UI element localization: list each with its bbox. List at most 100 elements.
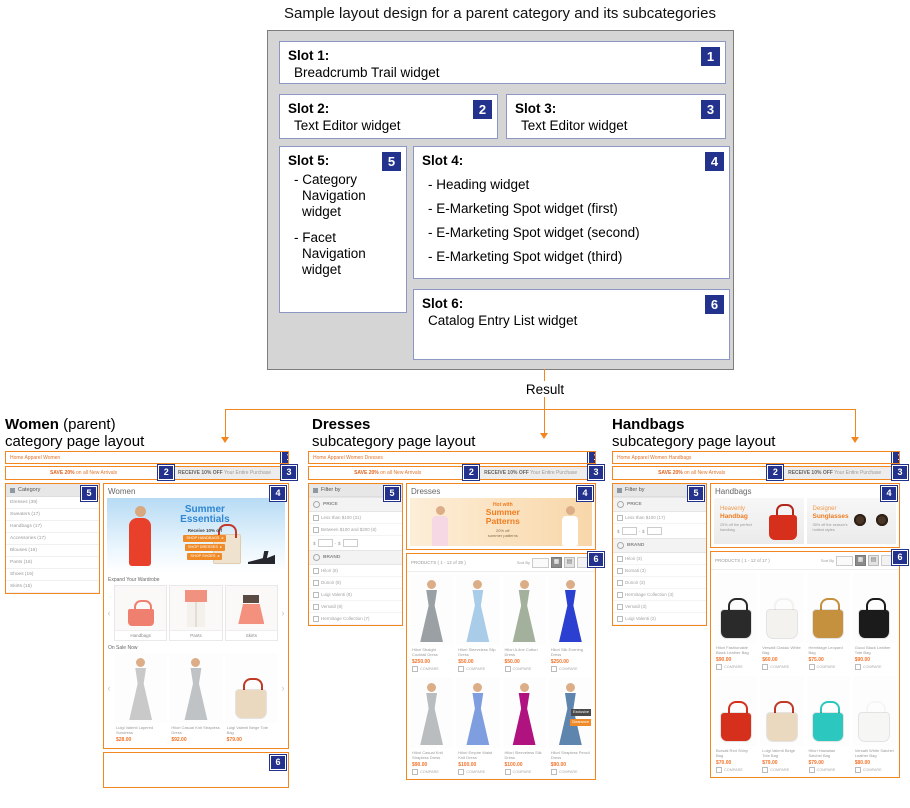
facet-option[interactable]: Hilori (3) [613,553,706,565]
compare-checkbox[interactable] [504,666,511,672]
product-photo[interactable] [456,575,500,645]
facet-option[interactable]: Versatil (8) [309,601,402,613]
shop-shoes-button[interactable]: SHOP SHOES▸ [187,553,223,560]
compare-checkbox[interactable] [458,769,465,775]
sort-dropdown[interactable] [836,555,853,566]
product-card[interactable]: Luigi Valenti Layered Sundress $28.00 [114,653,168,744]
facet-checkbox[interactable] [313,591,319,598]
carousel-prev-icon[interactable]: ‹ [107,608,111,618]
compare-checkbox[interactable] [762,664,769,670]
carousel-card[interactable]: Handbags [114,585,168,641]
facet-checkbox[interactable] [617,591,623,598]
carousel-card[interactable]: Skirts [224,585,278,641]
carousel-prev-icon[interactable]: ‹ [107,683,111,693]
compare-checkbox[interactable] [808,664,815,670]
facet-checkbox[interactable] [617,615,623,622]
list-view-icon[interactable]: ▤ [564,557,575,568]
compare-checkbox[interactable] [716,767,722,773]
facet-option[interactable]: Borsati (3) [613,565,706,577]
category-link[interactable]: Pants (16) [6,557,99,569]
product-photo[interactable] [224,653,278,723]
price-facet-header[interactable]: PRICE [309,497,402,512]
breadcrumb[interactable]: Home Apparel Women 1 [5,451,289,464]
promo-receive-espot[interactable]: RECEIVE 10% OFF Your Entire Purchase [466,467,595,479]
product-photo[interactable] [410,575,454,645]
product-name[interactable]: Gucci Black Leather Tote Bag [854,645,891,655]
product-card[interactable]: Hilori Silk Evening Dress $250.00 COMPAR… [548,575,592,673]
product-name[interactable]: Hilori A-line Cotton Dress [504,647,538,657]
product-card[interactable]: Hilori Casual Knit Strapless Dress $90.0… [410,678,454,776]
facet-option[interactable]: Between $100 and $200 (8) [309,524,402,536]
compare-checkbox[interactable] [854,767,861,773]
facet-option[interactable]: Dunoir (8) [309,577,402,589]
product-card[interactable]: Hilori Fashionable Black Leather Bag $90… [714,573,758,671]
product-photo[interactable] [169,653,223,723]
product-name[interactable]: Hilori Sleeveless Silk Dress [504,750,542,760]
product-card[interactable]: Hilori Casual Knit Strapless Dress $92.0… [169,653,223,744]
product-photo[interactable] [852,676,896,746]
sort-dropdown[interactable] [532,557,549,568]
compare-checkbox[interactable] [550,769,557,775]
product-photo[interactable] [852,573,896,643]
facet-option[interactable]: Less than $100 (31) [309,512,402,524]
facet-option[interactable]: Hermitage Collection (7) [309,613,402,625]
price-max-input[interactable] [646,527,662,535]
facet-option[interactable]: Dunoir (3) [613,577,706,589]
category-link[interactable]: Shoes (16) [6,569,99,581]
product-card[interactable]: Borsati Red Shiny Bag $70.00 COMPARE [714,676,758,774]
product-photo[interactable]: Exclusive Clearance [548,678,592,748]
product-photo[interactable] [410,678,454,748]
product-name[interactable]: Hilori Casual Knit Strapless Dress [171,725,220,735]
facet-checkbox[interactable] [313,615,319,622]
product-card[interactable]: Gucci Black Leather Tote Bag $90.00 COMP… [852,573,896,671]
facet-checkbox[interactable] [617,514,623,521]
grid-view-icon[interactable]: ▦ [551,557,562,568]
price-facet-header[interactable]: PRICE [613,497,706,512]
product-photo[interactable] [502,575,546,645]
brand-facet-header[interactable]: BRAND [613,538,706,553]
product-name[interactable]: Hilori Casual Knit Strapless Dress [412,750,443,760]
facet-option[interactable]: Luigi Valenti (8) [309,589,402,601]
breadcrumb[interactable]: Home Apparel Women Handbags 1 [612,451,900,464]
product-photo[interactable] [456,678,500,748]
category-link[interactable]: Skirts (15) [6,581,99,593]
carousel-next-icon[interactable]: › [281,608,285,618]
facet-checkbox[interactable] [313,579,319,586]
facet-checkbox[interactable] [313,567,319,574]
product-card[interactable]: Exclusive Clearance Hilori Strapless Pen… [548,678,592,776]
brand-facet-header[interactable]: BRAND [309,550,402,565]
product-card[interactable]: Hilori Sleeveless Slip Dress $50.00 COMP… [456,575,500,673]
breadcrumb-trail[interactable]: Home Apparel Women Dresses [313,454,383,461]
category-link[interactable]: Blouses (16) [6,545,99,557]
facet-checkbox[interactable] [313,514,319,521]
promo-save-espot[interactable]: SAVE 20% on all New Arrivals [613,467,770,479]
facet-checkbox[interactable] [313,603,319,610]
facet-checkbox[interactable] [617,567,623,574]
promo-receive-espot[interactable]: RECEIVE 10% OFF Your Entire Purchase [161,467,288,479]
carousel-label[interactable]: Handbags [115,630,167,640]
product-photo[interactable] [714,573,758,643]
facet-option[interactable]: Hilori (8) [309,565,402,577]
product-card[interactable]: Luigi Valenti Beige Tote Bag $79.00 COMP… [760,676,804,774]
price-min-input[interactable] [317,539,333,547]
product-photo[interactable] [114,653,168,723]
category-link[interactable]: Handbags (17) [6,521,99,533]
product-name[interactable]: Hilori Hawaiian Satchel Bag [808,748,836,758]
product-photo[interactable] [548,575,592,645]
compare-checkbox[interactable] [550,666,557,672]
product-card[interactable]: Versatil Classic White Bag $60.00 COMPAR… [760,573,804,671]
facet-checkbox[interactable] [617,579,623,586]
facet-option[interactable]: Hermitage Collection (3) [613,589,706,601]
promo-save-espot[interactable]: SAVE 20% on all New Arrivals [6,467,161,479]
carousel-label[interactable]: Pants [170,630,222,640]
facet-option[interactable]: Luigi Valenti (2) [613,613,706,625]
breadcrumb-trail[interactable]: Home Apparel Women Handbags [617,454,692,461]
list-view-icon[interactable]: ▤ [868,555,879,566]
carousel-next-icon[interactable]: › [281,683,285,693]
grid-view-icon[interactable]: ▦ [855,555,866,566]
product-card[interactable]: Hilori Sleeveless Silk Dress $100.00 COM… [502,678,546,776]
product-name[interactable]: Hilori Empire Waist Knit Dress [458,750,493,760]
product-card[interactable]: Hilori Straight Cocktail Dress $250.00 C… [410,575,454,673]
facet-checkbox[interactable] [313,526,319,533]
breadcrumb-trail[interactable]: Home Apparel Women [10,454,61,461]
